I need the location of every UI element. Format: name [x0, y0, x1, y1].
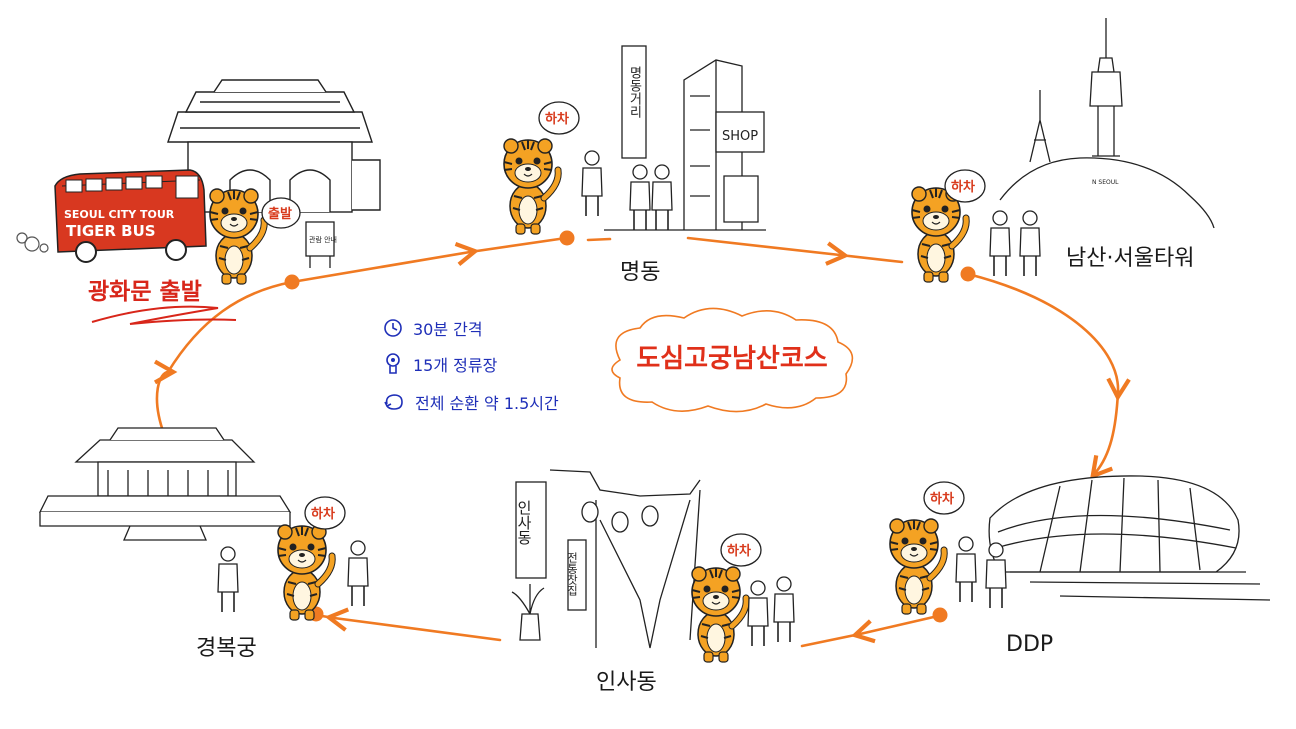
myeongdong-sign: 명동거리	[627, 66, 642, 118]
bus-stop-icon	[386, 353, 400, 374]
speech-bubble-insadong: 하차	[720, 533, 762, 567]
stop-dot-ddp	[932, 607, 948, 623]
person-myeongdong-2	[629, 164, 651, 231]
info-interval-text: 30분 간격	[413, 320, 483, 339]
route-stop-dots	[284, 230, 976, 623]
speech-bubble-start: 출발	[261, 197, 301, 229]
stop-dot-myeongdong	[559, 230, 575, 246]
info-interval: 30분 간격	[383, 316, 483, 340]
namsan-tower-drawing	[999, 18, 1215, 229]
stop-label-ddp: DDP	[1006, 632, 1054, 657]
person-ddp-2	[985, 542, 1007, 609]
myeongdong-street-drawing	[604, 45, 766, 231]
tiger-mascot-start	[210, 189, 264, 284]
stop-label-gyeongbokgung: 경복궁	[196, 636, 257, 661]
stop-label-myeongdong: 명동	[620, 260, 661, 285]
person-insadong-1	[747, 580, 769, 647]
stop-label-namsan: 남산·서울타워	[1066, 246, 1195, 271]
course-title: 도심고궁남산코스	[636, 344, 828, 374]
signboard-text: 관람 안내	[309, 235, 337, 244]
bubble-text-myeongdong: 하차	[545, 111, 569, 127]
tiger-mascot-gyeongbokgung	[278, 525, 332, 620]
speech-bubble-ddp: 하차	[923, 481, 965, 515]
info-stops: 15개 정류장	[383, 352, 497, 376]
tiger-mascot-ddp	[890, 519, 944, 614]
person-gyeongbokgung-2	[347, 540, 369, 607]
insadong-sign: 인사동	[515, 500, 533, 545]
ddp-building-drawing	[988, 475, 1271, 601]
info-stops-text: 15개 정류장	[413, 356, 498, 375]
speech-bubble-gyeongbokgung: 하차	[304, 496, 346, 530]
route-line	[153, 236, 1131, 648]
tour-bus: SEOUL CITY TOUR TIGER BUS	[16, 169, 207, 263]
info-signboard: 관람 안내	[305, 221, 337, 268]
insadong-alley-drawing	[511, 469, 701, 649]
clock-icon	[384, 319, 402, 337]
stop-dot-namsan	[960, 266, 976, 282]
start-label: 광화문 출발	[88, 279, 202, 305]
person-gyeongbokgung-1	[217, 546, 239, 613]
bubble-text-namsan: 하차	[951, 179, 975, 195]
person-namsan-2	[1019, 210, 1041, 277]
start-label-underline	[91, 305, 237, 325]
bus-text-line2: TIGER BUS	[66, 222, 156, 240]
teahouse-sign: 전통찻집	[566, 552, 579, 596]
tiger-mascot-myeongdong	[504, 139, 558, 234]
info-duration: 전체 순환 약 1.5시간	[383, 390, 559, 414]
loop-icon	[384, 394, 403, 410]
bubble-text-insadong: 하차	[727, 543, 751, 559]
tiger-mascot-insadong	[692, 567, 746, 662]
info-duration-text: 전체 순환 약 1.5시간	[415, 394, 559, 413]
speech-bubble-namsan: 하차	[944, 169, 986, 203]
person-namsan-1	[989, 210, 1011, 277]
person-myeongdong-3	[651, 164, 673, 231]
bubble-text-start: 출발	[268, 206, 292, 222]
stop-label-insadong: 인사동	[596, 670, 657, 695]
stop-dot-gwanghwamun	[284, 274, 300, 290]
shop-sign: SHOP	[722, 129, 758, 144]
bubble-text-ddp: 하차	[930, 491, 954, 507]
tower-mark: N SEOUL	[1092, 179, 1119, 186]
person-myeongdong-1	[581, 150, 603, 217]
person-insadong-2	[773, 576, 795, 643]
speech-bubble-myeongdong: 하차	[538, 101, 580, 135]
bubble-text-gyeongbokgung: 하차	[311, 506, 335, 522]
gyeongbokgung-palace-drawing	[38, 427, 292, 541]
bus-text-line1: SEOUL CITY TOUR	[64, 208, 175, 221]
person-ddp-1	[955, 536, 977, 603]
course-title-cloud	[611, 307, 854, 413]
